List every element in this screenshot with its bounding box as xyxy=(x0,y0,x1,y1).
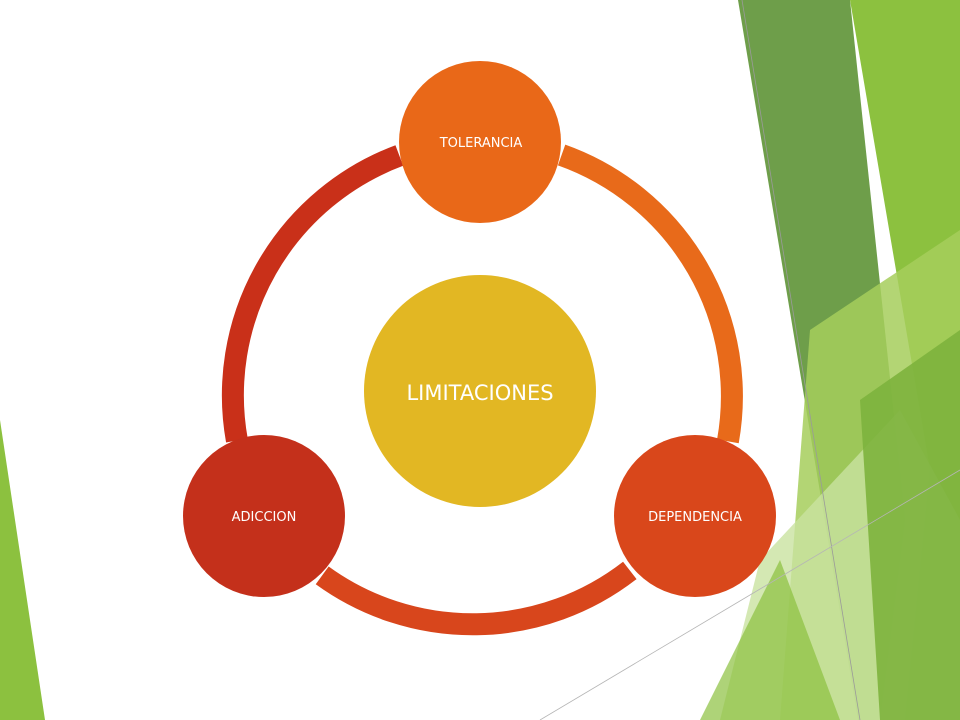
ring-arc-adiccion-to-tolerancia xyxy=(221,145,404,443)
green-shape-front-sliver xyxy=(700,560,840,720)
decorative-line-2 xyxy=(539,469,960,720)
node-adiccion: ADICCION xyxy=(183,435,345,597)
dependencia-label: DEPENDENCIA xyxy=(648,510,742,525)
center-label: LIMITACIONES xyxy=(406,381,553,405)
tolerancia-label: TOLERANCIA xyxy=(439,136,523,151)
green-shape-mid-wedge xyxy=(860,330,960,720)
adiccion-label: ADICCION xyxy=(232,510,297,525)
center-node: LIMITACIONES xyxy=(364,275,596,507)
cycle-ring xyxy=(221,144,743,636)
adiccion-circle xyxy=(183,435,345,597)
tolerancia-circle xyxy=(399,61,561,223)
node-tolerancia: TOLERANCIA xyxy=(399,61,561,223)
ring-arc-dependencia-to-adiccion xyxy=(315,561,637,636)
decorative-green-shapes xyxy=(539,0,960,720)
ring-arc-tolerancia-to-dependencia xyxy=(557,144,743,444)
green-shape-left-sliver xyxy=(0,420,45,720)
center-circle xyxy=(364,275,596,507)
dependencia-circle xyxy=(614,435,776,597)
decorative-line-1 xyxy=(741,0,861,720)
node-dependencia: DEPENDENCIA xyxy=(614,435,776,597)
